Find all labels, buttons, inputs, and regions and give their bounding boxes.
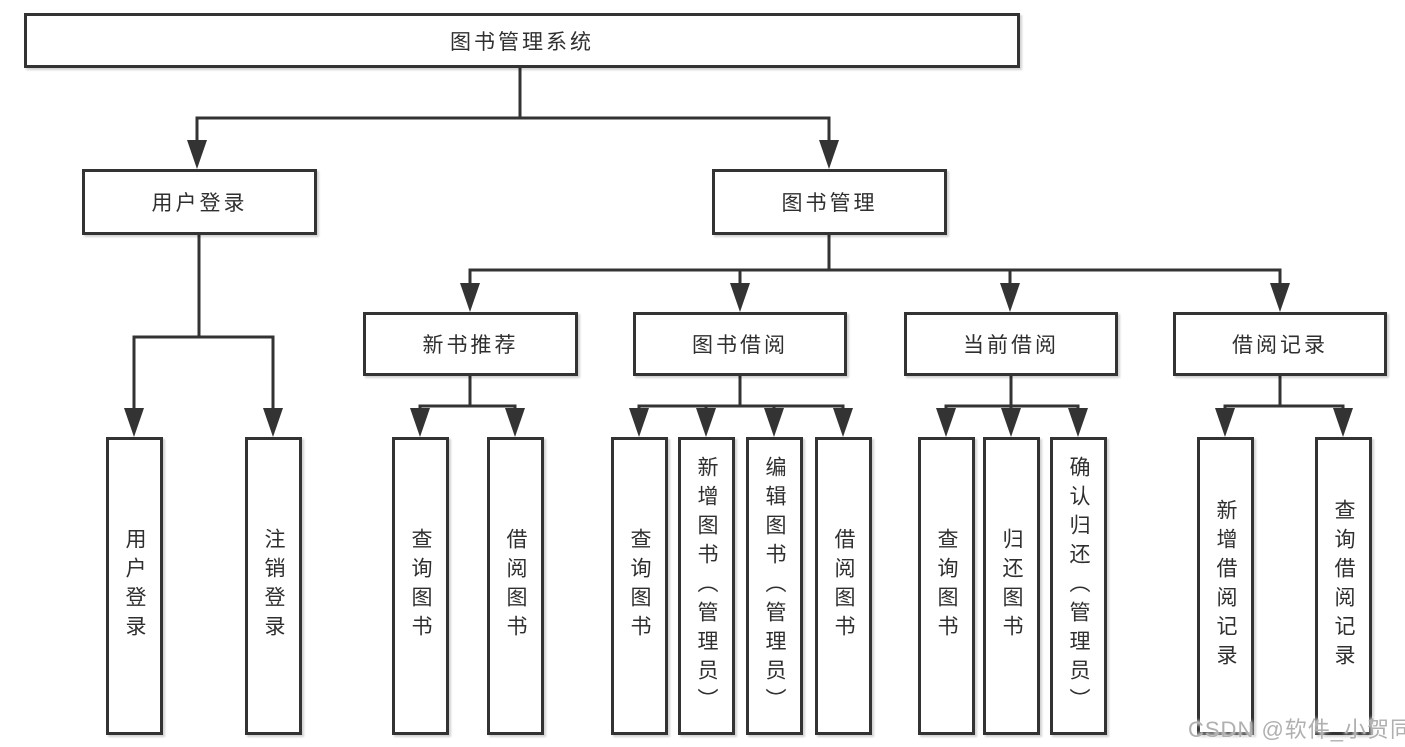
node-book-borrow: 图书借阅 <box>633 312 847 376</box>
node-label: 用户登录 <box>123 528 147 644</box>
connector-current-to-leaves <box>944 376 1080 409</box>
leaf-edit-book-admin: 编辑图书（管理员） <box>746 437 803 735</box>
node-root-system: 图书管理系统 <box>24 13 1020 68</box>
node-new-book-recommend: 新书推荐 <box>363 312 578 376</box>
node-label: 新增图书（管理员） <box>695 455 719 717</box>
arrowheads <box>124 140 1353 437</box>
leaf-add-borrow-record: 新增借阅记录 <box>1197 437 1254 735</box>
node-label: 查询图书 <box>628 528 652 644</box>
csdn-watermark: CSDN @软件_小贺同学 <box>1188 717 1405 742</box>
arrowhead-icon <box>730 283 750 312</box>
arrowhead-icon <box>1001 408 1021 437</box>
leaf-return-book: 归还图书 <box>983 437 1040 735</box>
arrowhead-icon <box>1068 408 1088 437</box>
node-label: 图书管理系统 <box>450 30 594 54</box>
node-label: 归还图书 <box>1000 528 1024 644</box>
leaf-query-book-borrow: 查询图书 <box>611 437 668 735</box>
arrowhead-icon <box>1333 408 1353 437</box>
arrowhead-icon <box>460 283 480 312</box>
arrowhead-icon <box>696 408 716 437</box>
node-label: 当前借阅 <box>963 334 1059 357</box>
node-label: 查询借阅记录 <box>1332 499 1356 673</box>
arrowhead-icon <box>1215 408 1235 437</box>
connector-records-to-leaves <box>1223 376 1345 409</box>
leaf-user-login: 用户登录 <box>106 437 163 735</box>
arrowhead-icon <box>819 140 839 169</box>
node-label: 编辑图书（管理员） <box>763 455 787 717</box>
node-label: 借阅图书 <box>832 528 856 644</box>
leaf-query-book-current: 查询图书 <box>918 437 975 735</box>
leaf-query-book-recommend: 查询图书 <box>392 437 449 735</box>
arrowhead-icon <box>629 408 649 437</box>
node-label: 新增借阅记录 <box>1214 499 1238 673</box>
node-label: 注销登录 <box>262 528 286 644</box>
node-label: 确认归还（管理员） <box>1067 455 1091 717</box>
node-label: 借阅图书 <box>504 528 528 644</box>
arrowhead-icon <box>936 408 956 437</box>
connector-borrow-to-leaves <box>637 376 845 409</box>
node-label: 用户登录 <box>151 192 248 215</box>
arrowhead-icon <box>1000 283 1020 312</box>
node-current-borrow: 当前借阅 <box>904 312 1118 376</box>
node-borrow-records: 借阅记录 <box>1173 312 1387 376</box>
connector-recommend-to-leaves <box>418 376 517 409</box>
arrowhead-icon <box>833 408 853 437</box>
leaf-query-borrow-record: 查询借阅记录 <box>1315 437 1372 735</box>
leaf-borrow-book: 借阅图书 <box>815 437 872 735</box>
node-label: 查询图书 <box>935 528 959 644</box>
node-label: 图书管理 <box>781 192 878 215</box>
node-label: 查询图书 <box>409 528 433 644</box>
arrowhead-icon <box>1270 283 1290 312</box>
leaf-add-book-admin: 新增图书（管理员） <box>678 437 735 735</box>
connector-mgmt-to-level3 <box>468 235 1282 284</box>
arrowhead-icon <box>124 408 144 437</box>
node-label: 借阅记录 <box>1232 334 1328 357</box>
connector-paths <box>132 68 1345 409</box>
arrowhead-icon <box>263 408 283 437</box>
leaf-borrow-book-recommend: 借阅图书 <box>487 437 544 735</box>
node-book-management: 图书管理 <box>712 169 947 235</box>
leaf-confirm-return-admin: 确认归还（管理员） <box>1050 437 1107 735</box>
connector-login-to-leaves <box>132 235 275 409</box>
node-user-login: 用户登录 <box>82 169 317 235</box>
arrowhead-icon <box>410 408 430 437</box>
node-label: 图书借阅 <box>692 334 788 357</box>
arrowhead-icon <box>187 140 207 169</box>
arrowhead-icon <box>764 408 784 437</box>
arrowhead-icon <box>505 408 525 437</box>
node-label: 新书推荐 <box>422 334 519 357</box>
connector-root-to-level2 <box>195 68 831 141</box>
leaf-logout: 注销登录 <box>245 437 302 735</box>
